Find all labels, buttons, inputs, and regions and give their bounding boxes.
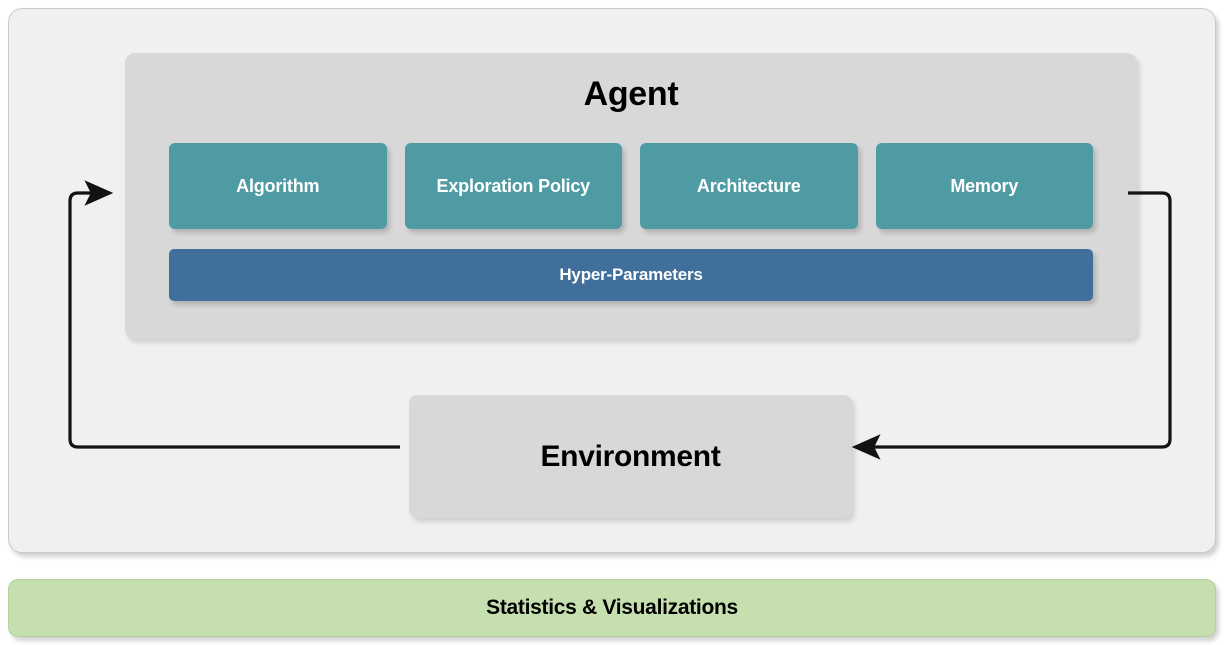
system-panel: Agent Algorithm Exploration Policy Archi… (8, 8, 1216, 553)
component-exploration-policy[interactable]: Exploration Policy (404, 143, 622, 229)
hyper-parameters-bar[interactable]: Hyper-Parameters (169, 249, 1093, 301)
agent-box[interactable]: Agent Algorithm Exploration Policy Archi… (125, 53, 1137, 339)
agent-component-row: Algorithm Exploration Policy Architectur… (169, 143, 1093, 229)
component-architecture[interactable]: Architecture (640, 143, 858, 229)
component-algorithm[interactable]: Algorithm (169, 143, 387, 229)
environment-box[interactable]: Environment (409, 395, 852, 518)
statistics-label: Statistics & Visualizations (486, 596, 738, 619)
environment-label: Environment (540, 439, 721, 473)
agent-title: Agent (583, 75, 679, 113)
component-algorithm-label: Algorithm (236, 175, 320, 196)
hyper-parameters-label: Hyper-Parameters (559, 265, 703, 284)
component-memory[interactable]: Memory (875, 143, 1093, 229)
component-exploration-policy-label: Exploration Policy (436, 175, 591, 196)
statistics-bar[interactable]: Statistics & Visualizations (8, 579, 1216, 637)
component-memory-label: Memory (950, 175, 1019, 196)
component-architecture-label: Architecture (696, 175, 801, 196)
